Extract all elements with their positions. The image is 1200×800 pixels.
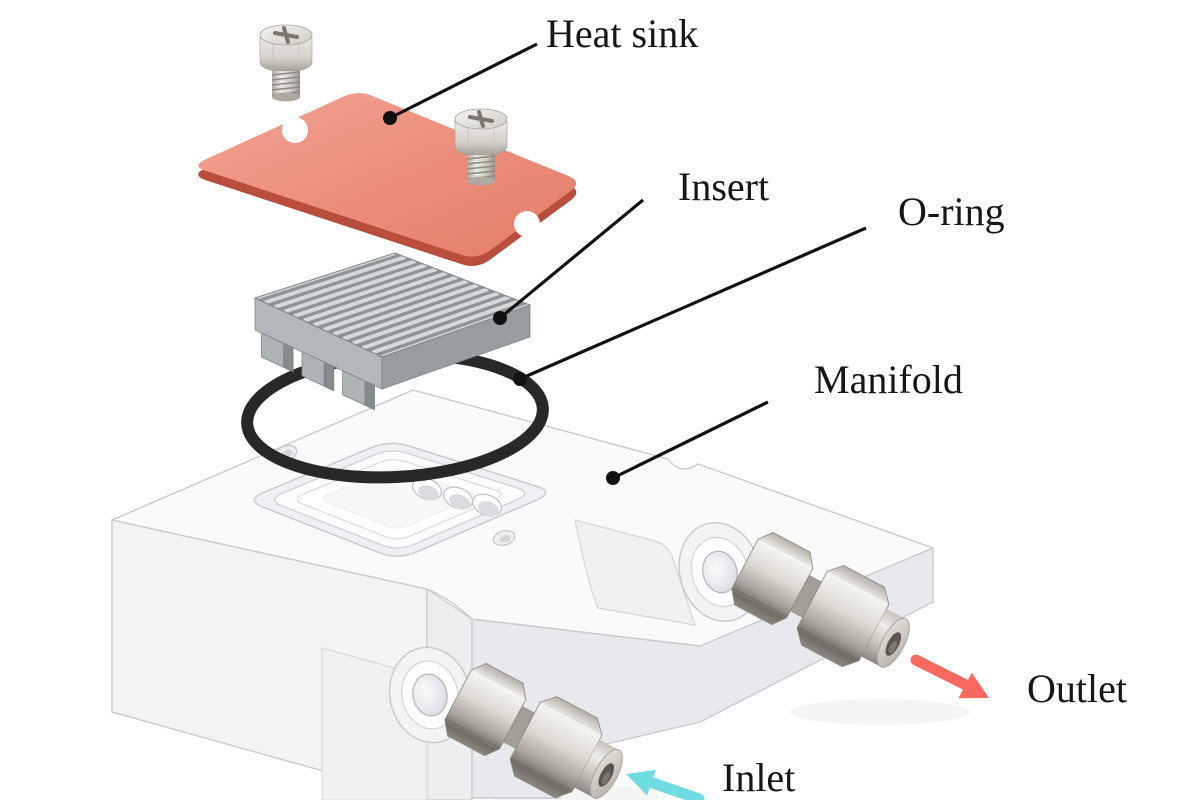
inlet-arrow-head (626, 769, 656, 796)
heat-sink-leader-line (389, 42, 538, 120)
insert-part (253, 252, 532, 411)
manifold-leader-line (612, 400, 769, 480)
insert-leader-dot (493, 311, 507, 325)
heat-sink-label: Heat sink (546, 11, 698, 56)
heat-sink-notch-right (514, 211, 540, 237)
o-ring-leader-dot (513, 372, 527, 386)
manifold-leader-dot (606, 471, 620, 485)
heat-sink-notch-left (282, 117, 308, 143)
outlet-arrow-head (958, 672, 989, 699)
inlet-label: Inlet (722, 755, 795, 800)
insert-label: Insert (678, 164, 769, 209)
insert-tabs (260, 332, 375, 411)
inlet-arrow-shaft (647, 777, 705, 800)
outlet-arrow-shaft (910, 654, 972, 691)
screw-left (258, 23, 314, 104)
heat-sink-part (198, 93, 577, 266)
o-ring-label: O-ring (898, 189, 1005, 234)
outlet-arrow (910, 654, 989, 699)
manifold-screw-hole-right (492, 530, 516, 546)
outlet-label: Outlet (1027, 666, 1127, 711)
o-ring-leader-line (519, 226, 867, 381)
heat-sink-leader-dot (383, 111, 397, 125)
leader-lines (383, 42, 867, 485)
manifold-label: Manifold (814, 357, 963, 402)
insert-leader-line (498, 198, 645, 320)
manifold-shelf-recess (574, 519, 696, 626)
inlet-arrow (626, 769, 705, 800)
